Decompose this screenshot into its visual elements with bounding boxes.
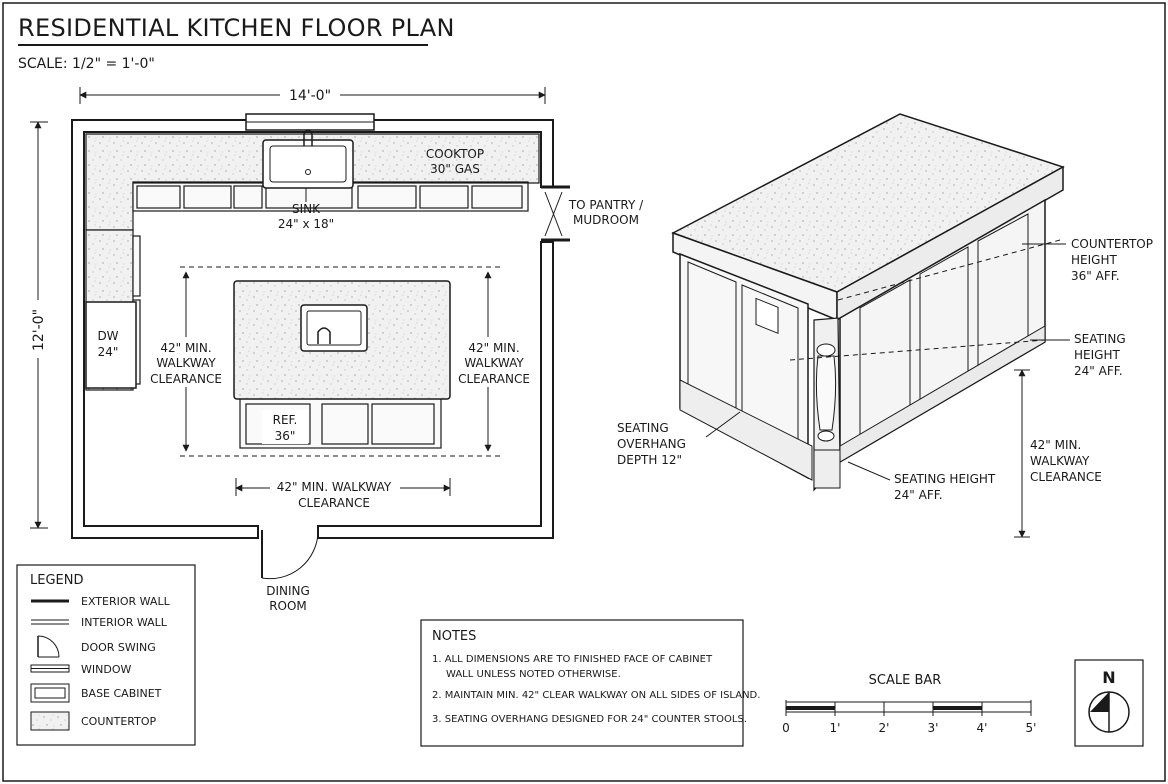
note-item-1: 1. ALL DIMENSIONS ARE TO FINISHED FACE O… (432, 654, 713, 665)
sink-size-label: 24" x 18" (278, 217, 334, 231)
overhang-label-3: DEPTH 12" (617, 453, 682, 467)
scale-tick: 2' (879, 721, 890, 735)
page-title: RESIDENTIAL KITCHEN FLOOR PLAN (18, 14, 455, 42)
left-clearance-label-3: CLEARANCE (150, 372, 222, 386)
pantry-label-2: MUDROOM (573, 213, 639, 227)
cooktop-label: COOKTOP (426, 147, 484, 161)
north-arrow: N (1074, 659, 1144, 747)
legend: LEGEND EXTERIOR WALL INTERIOR WALL DOOR … (16, 564, 196, 746)
legend-item: EXTERIOR WALL (81, 595, 171, 608)
right-clearance-label-3: CLEARANCE (458, 372, 530, 386)
island-isometric-view: COUNTERTOP HEIGHT 36" AFF. SEATING HEIGH… (617, 113, 1153, 538)
height-dimension-text: 12'-0" (31, 309, 47, 351)
floor-plan: 14'-0" 12'-0" (28, 84, 644, 613)
legend-item: BASE CABINET (81, 687, 162, 700)
right-clearance-label: 42" MIN. (468, 341, 519, 355)
seating-height-label-3: 24" AFF. (1074, 364, 1123, 378)
iso-walkway-label: 42" MIN. (1030, 438, 1081, 452)
note-item-3: 3. SEATING OVERHANG DESIGNED FOR 24" COU… (432, 714, 747, 725)
legend-item: INTERIOR WALL (81, 616, 168, 629)
width-dimension-text: 14'-0" (289, 88, 331, 104)
faucet-icon (303, 129, 313, 146)
scale-tick: 5' (1026, 721, 1037, 735)
dining-label: DINING (266, 584, 310, 598)
turned-leg (813, 317, 841, 492)
legend-item: COUNTERTOP (81, 715, 157, 728)
legend-item: DOOR SWING (81, 641, 156, 654)
bottom-clearance-label: 42" MIN. WALKWAY (277, 480, 392, 494)
cooktop-label-2: 30" GAS (430, 162, 480, 176)
legend-title: LEGEND (30, 573, 83, 588)
notes-title: NOTES (432, 629, 476, 644)
ref-size-label: 36" (275, 429, 296, 443)
exterior-wall (71, 119, 554, 539)
countertop-height-label: COUNTERTOP (1071, 237, 1153, 251)
right-clearance-label-2: WALKWAY (464, 356, 524, 370)
seating-height-label-2: HEIGHT (1074, 348, 1120, 362)
countertop-icon (30, 711, 70, 731)
overhang-label: SEATING (617, 421, 669, 435)
sink-label: SINK (292, 202, 321, 216)
scale-tick: 3' (928, 721, 939, 735)
legend-item: WINDOW (81, 663, 131, 676)
notes-box: NOTES 1. ALL DIMENSIONS ARE TO FINISHED … (420, 619, 760, 747)
ref-label: REF. (273, 413, 298, 427)
iso-walkway-label-2: WALKWAY (1030, 454, 1090, 468)
north-label: N (1102, 668, 1115, 687)
note-item-1-cont: WALL UNLESS NOTED OTHERWISE. (446, 669, 621, 680)
left-clearance-label: 42" MIN. (160, 341, 211, 355)
note-item-2: 2. MAINTAIN MIN. 42" CLEAR WALKWAY ON AL… (432, 690, 760, 701)
scale-tick: 0 (782, 721, 790, 735)
dining-label-2: ROOM (269, 599, 307, 613)
seating-height-label-bottom: SEATING HEIGHT (894, 472, 996, 486)
scale-bar-title: SCALE BAR (869, 673, 942, 688)
door-swing-dining (261, 531, 319, 580)
overhang-label-2: OVERHANG (617, 437, 686, 451)
scale-tick: 4' (977, 721, 988, 735)
door-swing-icon (37, 635, 60, 658)
iso-walkway-label-3: CLEARANCE (1030, 470, 1102, 484)
countertop-height-label-2: HEIGHT (1071, 253, 1117, 267)
countertop-height-label-3: 36" AFF. (1071, 269, 1120, 283)
dishwasher-label: DW (97, 329, 118, 343)
scale-tick: 1' (830, 721, 841, 735)
seating-height-label: SEATING (1074, 332, 1126, 346)
electrical-outlet-icon (755, 297, 779, 335)
pantry-label: TO PANTRY / (568, 198, 644, 212)
dishwasher-size-label: 24" (98, 345, 119, 359)
scale-bar: SCALE BAR 0 1' 2' 3' 4' 5' (782, 673, 1036, 735)
left-clearance-label-2: WALKWAY (156, 356, 216, 370)
bottom-clearance-label-2: CLEARANCE (298, 496, 370, 510)
seating-height-label-bottom-2: 24" AFF. (894, 488, 943, 502)
scale-note: SCALE: 1/2" = 1'-0" (18, 56, 155, 72)
dishwasher (85, 301, 137, 389)
